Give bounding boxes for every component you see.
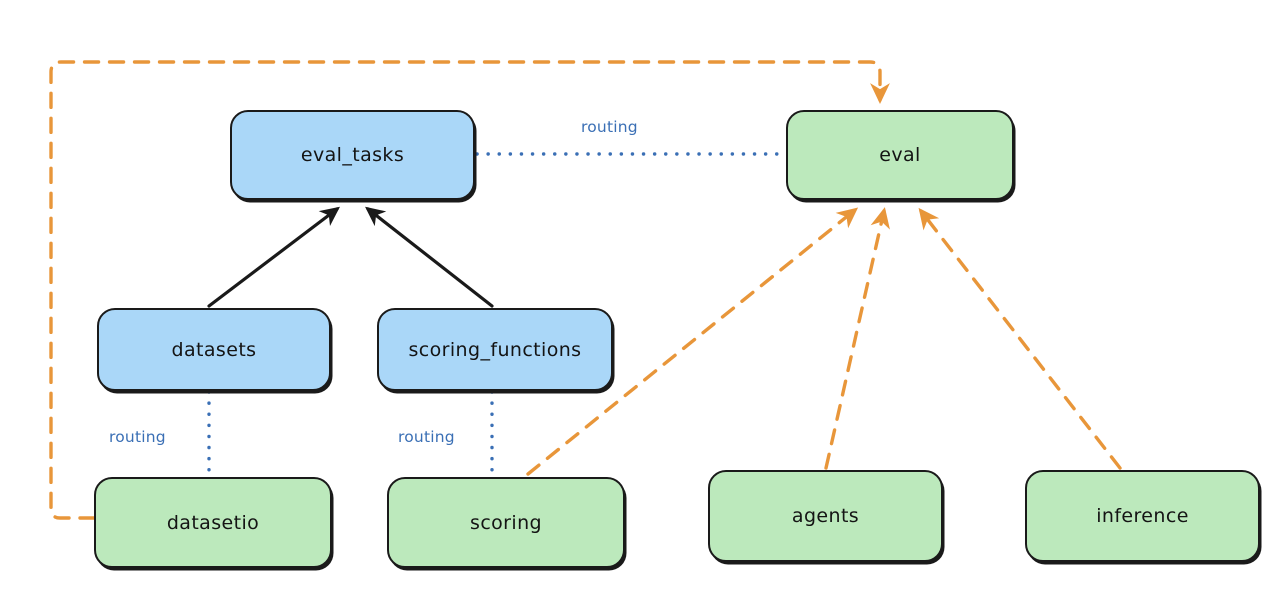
node-label-eval: eval — [879, 144, 921, 166]
edge-label-routing-scoring_functions-scoring: routing — [398, 428, 455, 446]
edge-label-routing-datasets-datasetio: routing — [109, 428, 166, 446]
node-eval_tasks[interactable]: eval_tasks — [230, 110, 475, 200]
edge-agents-to-eval — [824, 207, 890, 470]
node-scoring_functions[interactable]: scoring_functions — [377, 308, 613, 391]
edge-datasets-to-eval_tasks — [207, 206, 340, 308]
edge-label-routing-eval_tasks-eval: routing — [581, 118, 638, 136]
node-eval[interactable]: eval — [786, 110, 1014, 200]
node-label-datasets: datasets — [171, 338, 257, 361]
edge-scoring_functions-to-eval_tasks — [365, 206, 494, 308]
node-label-inference: inference — [1096, 505, 1189, 527]
node-label-scoring_functions: scoring_functions — [408, 338, 582, 361]
node-scoring[interactable]: scoring — [387, 477, 625, 568]
node-label-scoring: scoring — [470, 511, 542, 534]
node-label-eval_tasks: eval_tasks — [300, 144, 405, 166]
node-inference[interactable]: inference — [1025, 470, 1260, 562]
node-datasets[interactable]: datasets — [97, 308, 331, 391]
node-label-agents: agents — [791, 505, 860, 527]
node-agents[interactable]: agents — [708, 470, 943, 562]
node-datasetio[interactable]: datasetio — [94, 477, 332, 568]
edge-inference-to-eval — [918, 207, 1122, 470]
node-label-datasetio: datasetio — [166, 511, 260, 534]
